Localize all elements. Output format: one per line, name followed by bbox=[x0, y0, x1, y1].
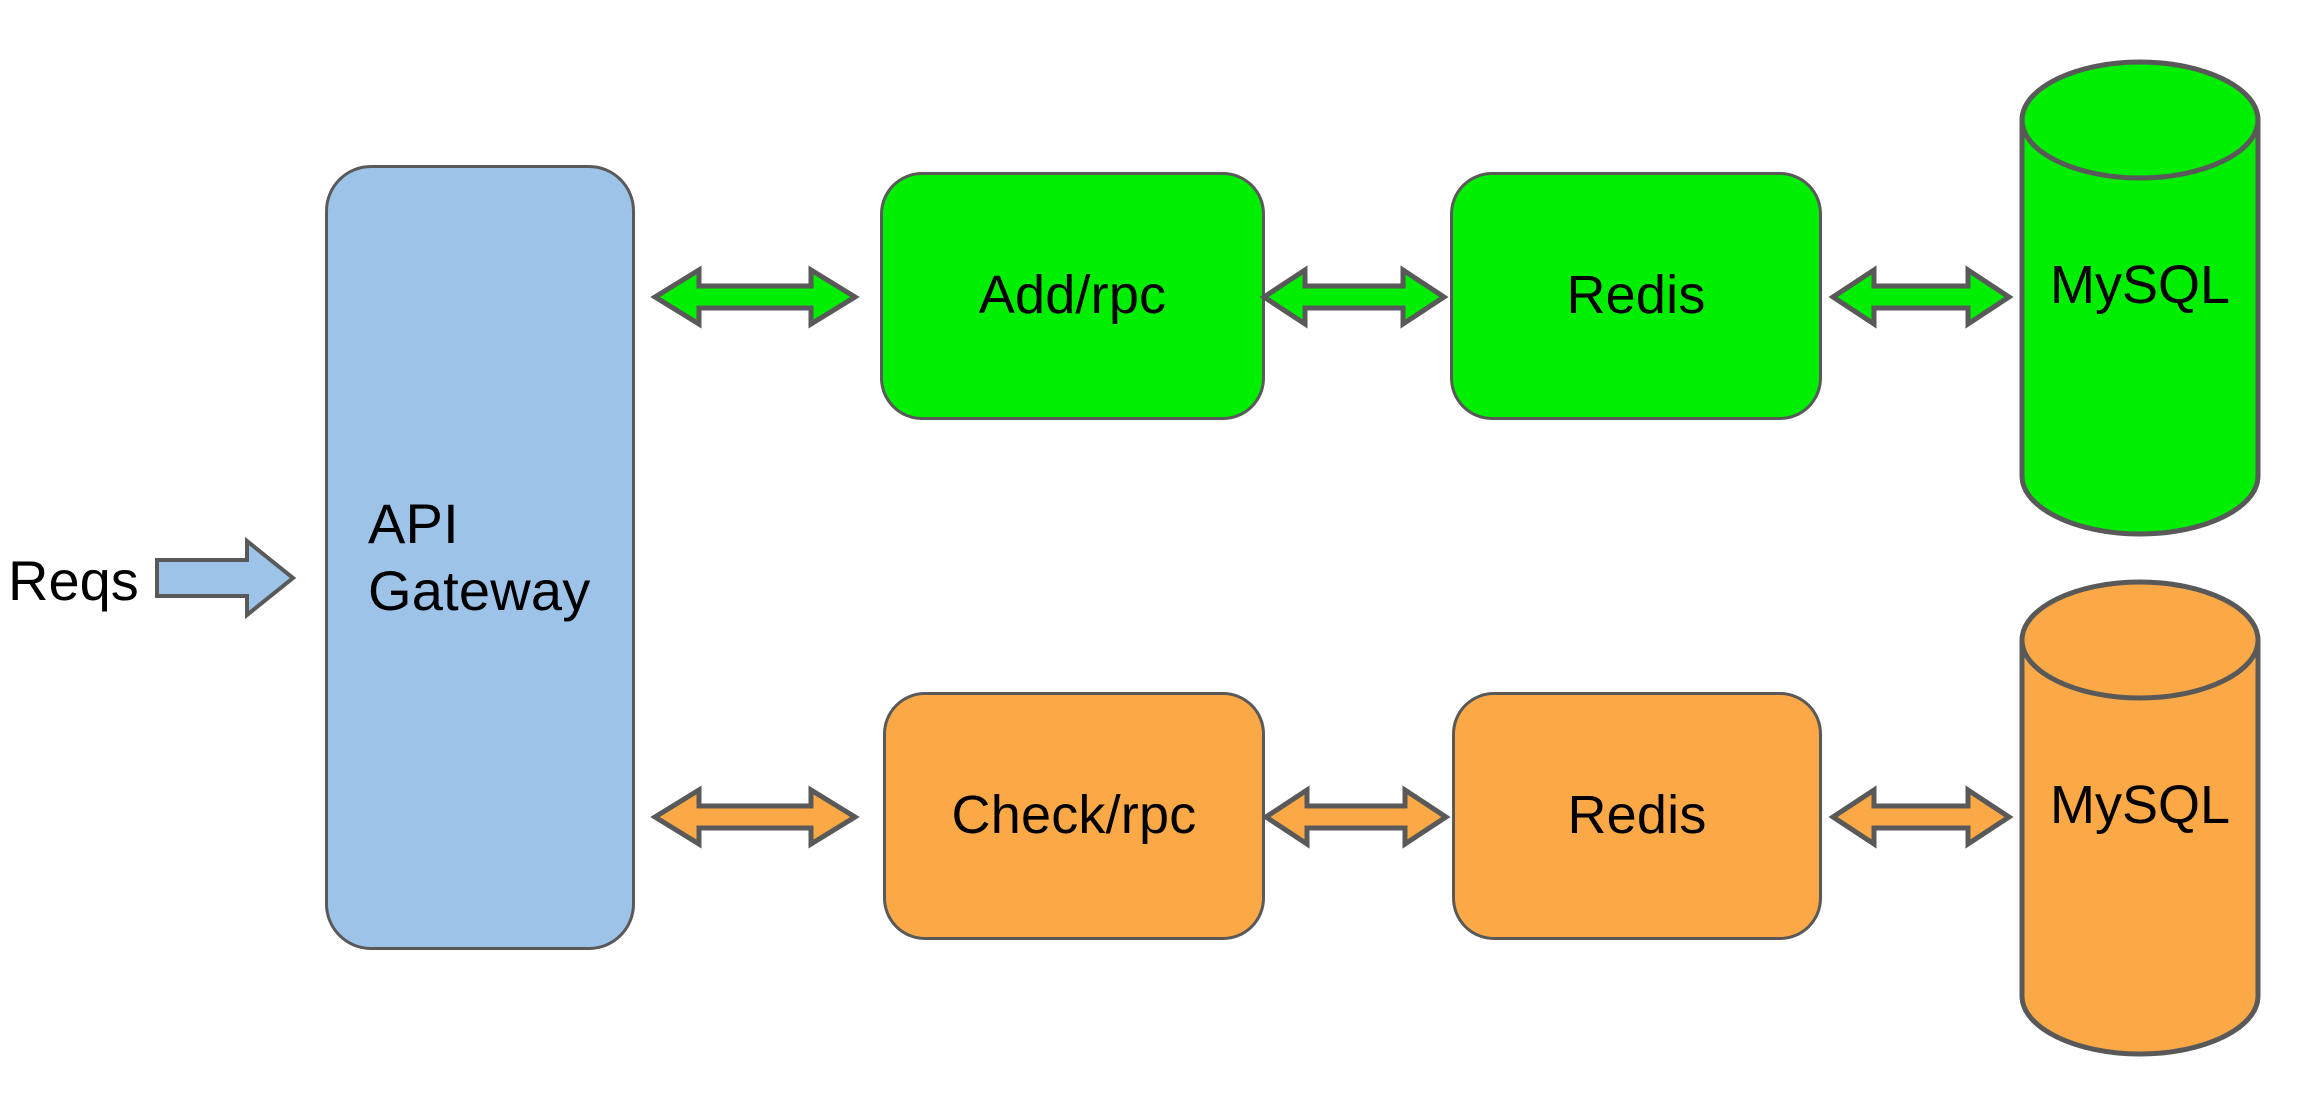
check-rpc-node[interactable]: Check/rpc bbox=[883, 692, 1265, 940]
mysql-orange-node[interactable]: MySQL bbox=[2018, 578, 2262, 1058]
mysql-green-node[interactable]: MySQL bbox=[2018, 58, 2262, 538]
arrow-gateway-to-add-rpc bbox=[650, 265, 860, 329]
mysql-orange-label: MySQL bbox=[2049, 775, 2231, 835]
arrow-check-rpc-to-redis bbox=[1261, 785, 1451, 849]
redis-green-label: Redis bbox=[1566, 265, 1706, 326]
add-rpc-label: Add/rpc bbox=[978, 265, 1167, 326]
arrow-add-rpc-to-redis bbox=[1259, 265, 1449, 329]
redis-green-node[interactable]: Redis bbox=[1450, 172, 1822, 420]
api-gateway-label: API Gateway bbox=[368, 492, 591, 622]
api-gateway-node[interactable]: API Gateway bbox=[325, 165, 635, 950]
mysql-green-label: MySQL bbox=[2049, 255, 2231, 315]
request-inflow-arrow bbox=[155, 536, 297, 620]
arrow-gateway-to-check-rpc bbox=[650, 785, 860, 849]
arrow-redis-to-mysql-orange bbox=[1828, 785, 2014, 849]
arrow-redis-to-mysql-green bbox=[1828, 265, 2014, 329]
redis-orange-label: Redis bbox=[1567, 785, 1707, 846]
reqs-label: Reqs bbox=[8, 549, 139, 612]
add-rpc-node[interactable]: Add/rpc bbox=[880, 172, 1265, 420]
redis-orange-node[interactable]: Redis bbox=[1452, 692, 1822, 940]
check-rpc-label: Check/rpc bbox=[951, 785, 1197, 846]
